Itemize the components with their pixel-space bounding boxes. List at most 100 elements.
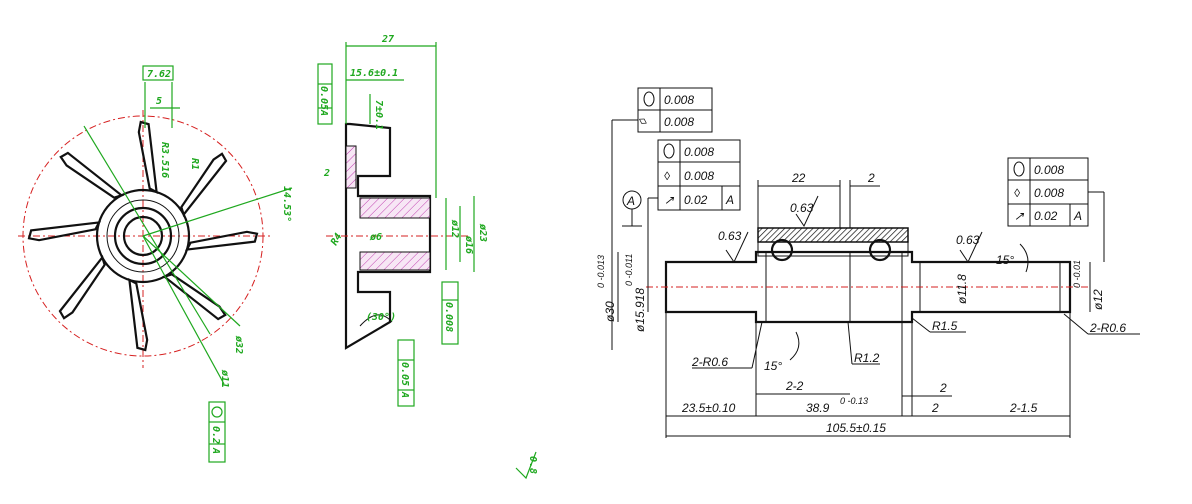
surface-finish-3: 0.63 — [956, 231, 983, 264]
runout-icon: ↗ — [664, 193, 675, 207]
dim-d12: ø12 — [1091, 289, 1105, 310]
dim-leader-angle — [142, 187, 293, 237]
section-arc — [359, 314, 393, 327]
fcf-shaft-right: ◊ ↗ 0.008 0.008 0.02 A — [1007, 157, 1105, 262]
impeller-blade — [58, 255, 106, 320]
hub-outer-circle — [95, 188, 191, 284]
hub-bore-circle — [122, 215, 164, 257]
cylindricity-icon: ◊ — [664, 169, 671, 183]
dim-d6: ø6 — [369, 232, 382, 243]
section-outline — [344, 122, 432, 350]
dim-2-top: 2 — [867, 171, 875, 185]
dim-2-1-5: 2-1.5 — [1009, 401, 1038, 415]
dim-dia11: ø11 — [219, 369, 230, 388]
cylindricity-icon: ◊ — [1014, 186, 1021, 200]
dim-d30-tol: 0 -0.013 — [596, 255, 606, 288]
fcf-left-2: 0.008 — [664, 115, 694, 129]
dim-22: 22 — [791, 171, 806, 185]
dim-leader-diagonal — [83, 125, 211, 335]
hub-mid-circle — [113, 206, 173, 266]
dim-r1: R1 — [189, 158, 200, 170]
dim-d11-8: ø11.8 — [955, 274, 969, 304]
dim-r1-2: R1.2 — [854, 351, 880, 365]
dim-slot: 5 — [156, 96, 162, 107]
fcf-bottom-value: 0.05 — [399, 362, 410, 386]
dim-dia32: ø32 — [233, 335, 244, 354]
finish-3: 0.63 — [956, 233, 980, 247]
fcf-mid-2: 0.008 — [684, 169, 714, 183]
dim-38-9-tol: 0 -0.13 — [840, 396, 868, 406]
shaft-view: A ◊ 0.008 0.008 ◊ ↗ 0.008 0. — [596, 87, 1140, 438]
dim-d12-tol: 0 -0.01 — [1072, 260, 1082, 288]
dim-15deg-left: 15° — [764, 359, 782, 373]
hub-ring-circle — [106, 199, 180, 273]
fcf-section-bottom: 0.05 A — [397, 339, 415, 407]
fcf-mid-3-datum: A — [725, 193, 734, 207]
impeller-blade — [59, 151, 124, 199]
dim-d16: ø16 — [463, 235, 474, 254]
runout-icon: ↗ — [1014, 209, 1025, 223]
fcf-bottom-datum: A — [399, 391, 410, 398]
finish-icon — [795, 195, 819, 228]
dim-2-a: 2 — [939, 381, 947, 395]
fcf-roundness-datum: A — [210, 447, 221, 454]
bearing-ball-right — [868, 238, 892, 262]
section-hatch-top — [359, 197, 431, 219]
finish-icon — [515, 451, 537, 480]
fcf-roundness: 0.2 A — [208, 401, 226, 463]
roundness-icon — [663, 143, 675, 159]
surface-finish-value: 0.8 — [527, 456, 538, 474]
impeller-blade — [128, 278, 149, 352]
dim-2r06-right: 2-R0.6 — [1089, 321, 1126, 335]
dim-d15918: ø15.918 — [633, 288, 647, 332]
section-hatch-bottom — [359, 251, 431, 271]
impeller-section-view: 27 15.6±0.1 7±0.1 2 R4 (30°) ø6 ø12 ø16 … — [317, 34, 538, 480]
dim-38-9: 38.9 — [806, 401, 830, 415]
fcf-shaft-mid: ◊ ↗ 0.008 0.008 0.02 A — [647, 139, 741, 262]
dim-15-6: 15.6±0.1 — [350, 68, 398, 79]
dim-leader-d32 — [142, 235, 241, 327]
fcf-roundness-value: 0.2 — [210, 426, 221, 444]
surface-finish-2: 0.63 — [790, 195, 819, 228]
finish-2: 0.63 — [790, 201, 814, 215]
dim-angle: 14.53° — [281, 186, 292, 222]
fcf-top-value: 0.05 — [318, 86, 329, 110]
fcf-right-2: 0.008 — [1034, 186, 1064, 200]
dim-30deg: (30°) — [366, 312, 396, 323]
fcf-right-1: 0.008 — [1034, 163, 1064, 177]
dim-d23: ø23 — [477, 223, 488, 242]
surface-finish-symbol: 0.8 — [515, 451, 538, 480]
impeller-blade — [27, 221, 101, 242]
dim-2: 2 — [323, 168, 330, 179]
impeller-blade — [162, 273, 227, 321]
fcf-mid-3: 0.02 — [684, 193, 708, 207]
dim-2r06-left: 2-R0.6 — [691, 355, 728, 369]
roundness-icon — [211, 406, 223, 418]
impeller-blade — [185, 230, 259, 251]
dim-2-b: 2 — [931, 401, 939, 415]
fcf-mid-1: 0.008 — [684, 145, 714, 159]
finish-icon — [725, 231, 749, 264]
dim-23-5: 23.5±0.10 — [681, 401, 736, 415]
fcf-right-3-datum: A — [1073, 209, 1082, 223]
fcf-shaft-left: ◊ 0.008 0.008 — [611, 87, 713, 350]
datum-a: A — [622, 190, 642, 227]
datum-a-label: A — [626, 194, 635, 208]
dim-r4: R4 — [329, 232, 345, 248]
dim-d30: ø30 — [603, 301, 617, 322]
finish-icon — [959, 231, 983, 264]
dim-2-2: 2-2 — [785, 379, 804, 393]
fcf-section-right: 0.008 — [441, 281, 459, 345]
dim-width-boxed: 7.62 — [147, 69, 171, 80]
impeller-blade — [137, 120, 158, 194]
dim-27: 27 — [381, 34, 394, 45]
finish-1: 0.63 — [718, 229, 742, 243]
impeller-blades — [27, 120, 259, 352]
impeller-face-view: 7.62 5 R3.516 R1 14.53° ø32 ø11 0.2 A — [18, 65, 293, 463]
fcf-right-value: 0.008 — [443, 302, 454, 332]
surface-finish-1: 0.63 — [718, 229, 749, 264]
boxed-dim-frame — [142, 65, 174, 81]
bearing — [757, 227, 909, 262]
dim-7: 7±0.1 — [373, 100, 384, 130]
